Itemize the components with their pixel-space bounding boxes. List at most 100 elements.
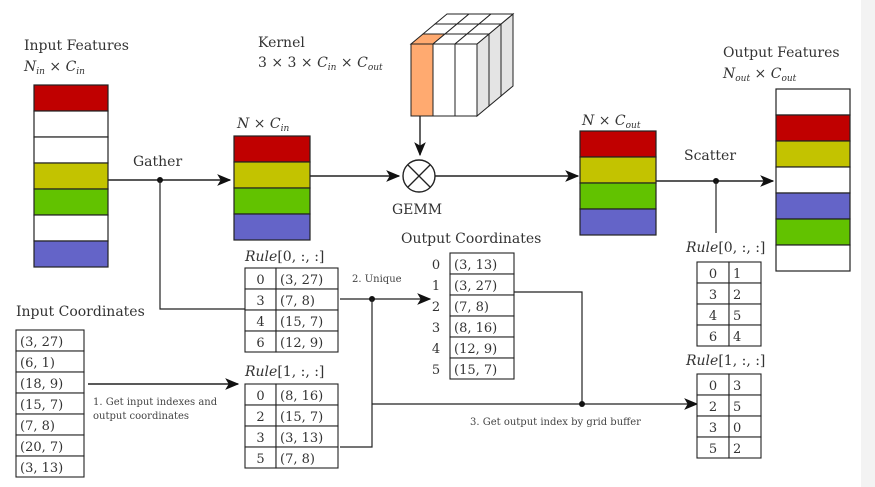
rule1-coord-value: (8, 16) — [280, 389, 323, 404]
rule0-coordinates-table: 0(3, 27)3(7, 8)4(15, 7)6(12, 9) — [244, 267, 339, 353]
feature-row-yellow — [233, 161, 311, 189]
input-coordinate-value: (6, 1) — [20, 356, 55, 371]
output-coordinate-value: (3, 13) — [454, 258, 497, 273]
feature-row-blue — [579, 208, 657, 236]
gemm-operator-icon — [402, 159, 436, 193]
output-coordinate-value: (15, 7) — [454, 363, 497, 378]
kernel-front-column — [454, 43, 478, 117]
rule1-index-value: 2 — [733, 442, 741, 457]
rule0-coord-cell — [275, 330, 339, 353]
feature-row-blue — [233, 213, 311, 241]
step3-junction — [579, 401, 585, 407]
output-coordinate-index: 1 — [432, 279, 440, 294]
rule0-coord-value: (3, 27) — [280, 273, 323, 288]
rule1-coords-title: Rule[1, :, :] — [244, 364, 324, 380]
feature-row-blue — [33, 240, 109, 268]
input-coordinate-value: (18, 9) — [20, 377, 63, 392]
rule0-coord-value: 6 — [256, 336, 264, 351]
rule1-to-unique-line — [340, 299, 373, 448]
feature-row-green — [233, 187, 311, 215]
feature-row-red — [775, 114, 851, 142]
rule0-coord-value: 4 — [256, 315, 264, 330]
kernel-side-face — [500, 12, 514, 98]
feature-row-yellow — [33, 162, 109, 190]
rule1-coordinates-table: 0(8, 16)2(15, 7)3(3, 13)5(7, 8) — [244, 383, 339, 469]
feature-row-white — [775, 244, 851, 272]
gather-label: Gather — [133, 154, 182, 170]
rule1-coord-cell — [275, 446, 339, 469]
feature-row-white — [775, 88, 851, 116]
input-features-matrix — [33, 84, 109, 268]
rule0-coord-value: 3 — [256, 294, 264, 309]
feature-row-white — [775, 166, 851, 194]
rule1-index-value: 3 — [733, 379, 741, 394]
rule1-index-cell — [728, 436, 762, 459]
output-features-title: Output Features — [723, 45, 840, 61]
gather-to-rule-line — [159, 180, 245, 310]
output-coordinate-value: (7, 8) — [454, 300, 489, 315]
rule1-coord-value: (3, 13) — [280, 431, 323, 446]
rule1-index-value: 5 — [709, 442, 717, 457]
rule0-index-value: 1 — [733, 267, 741, 282]
scatter-label: Scatter — [684, 148, 736, 164]
input-coordinate-value: (20, 7) — [20, 440, 63, 455]
input-coordinates-title: Input Coordinates — [16, 304, 145, 320]
input-coordinate-value: (15, 7) — [20, 398, 63, 413]
feature-row-red — [233, 135, 311, 163]
gemm-label: GEMM — [392, 202, 442, 218]
rule1-coord-value: 5 — [256, 452, 264, 467]
input-coordinate-cell — [15, 455, 85, 478]
right-edge-strip — [861, 0, 875, 487]
input-features-dims: Nin × Cin — [23, 59, 85, 77]
feature-row-white — [33, 136, 109, 164]
output-coordinate-index: 3 — [432, 321, 440, 336]
output-coordinates-title: Output Coordinates — [401, 231, 541, 247]
rule1-coord-value: 0 — [256, 389, 264, 404]
rule0-index-title: Rule[0, :, :] — [685, 240, 765, 256]
rule0-index-value: 5 — [733, 309, 741, 324]
input-coordinate-value: (3, 27) — [20, 335, 63, 350]
gathered-dims: N × Cin — [236, 116, 289, 134]
feature-row-green — [579, 182, 657, 210]
step1-label-line1: 1. Get input indexes and — [93, 397, 218, 408]
output-coords-to-grid-line — [514, 291, 583, 404]
rule1-index-value: 5 — [733, 400, 741, 415]
gemm-output-dims: N × Cout — [581, 113, 641, 131]
rule1-index-value: 0 — [733, 421, 741, 436]
rule0-coord-value: (15, 7) — [280, 315, 323, 330]
input-features-title: Input Features — [24, 38, 129, 54]
step2-label: 2. Unique — [352, 274, 402, 285]
kernel-active-slice — [410, 43, 434, 117]
step1-label-line2: output coordinates — [93, 411, 189, 422]
output-coordinate-cell — [449, 357, 515, 380]
feature-row-white — [33, 110, 109, 138]
rule0-index-value: 0 — [709, 267, 717, 282]
kernel-side-face — [488, 22, 502, 108]
rule0-coord-value: (7, 8) — [280, 294, 315, 309]
rule1-coord-value: (15, 7) — [280, 410, 323, 425]
feature-row-white — [33, 214, 109, 242]
output-coordinates-table: (3, 13)(3, 27)(7, 8)(8, 16)(12, 9)(15, 7… — [432, 252, 515, 380]
output-coordinate-index: 5 — [432, 363, 440, 378]
rule1-index-value: 3 — [709, 421, 717, 436]
output-coordinate-value: (8, 16) — [454, 321, 497, 336]
gemm-output-matrix — [579, 130, 657, 236]
kernel-front-column — [432, 43, 456, 117]
rule0-index-value: 4 — [709, 309, 717, 324]
rule1-index-value: 0 — [709, 379, 717, 394]
kernel-cube — [409, 12, 515, 118]
feature-row-green — [775, 218, 851, 246]
rule1-coord-value: 2 — [256, 410, 264, 425]
rule1-index-value: 2 — [709, 400, 717, 415]
input-coordinate-value: (7, 8) — [20, 419, 55, 434]
rule1-coord-value: 3 — [256, 431, 264, 446]
rule0-coord-value: (12, 9) — [280, 336, 323, 351]
rule0-coords-title: Rule[0, :, :] — [244, 249, 324, 265]
feature-row-green — [33, 188, 109, 216]
step3-label: 3. Get output index by grid buffer — [470, 417, 641, 428]
output-coordinate-value: (12, 9) — [454, 342, 497, 357]
feature-row-yellow — [775, 140, 851, 168]
feature-row-yellow — [579, 156, 657, 184]
rule0-index-cell — [728, 324, 762, 347]
